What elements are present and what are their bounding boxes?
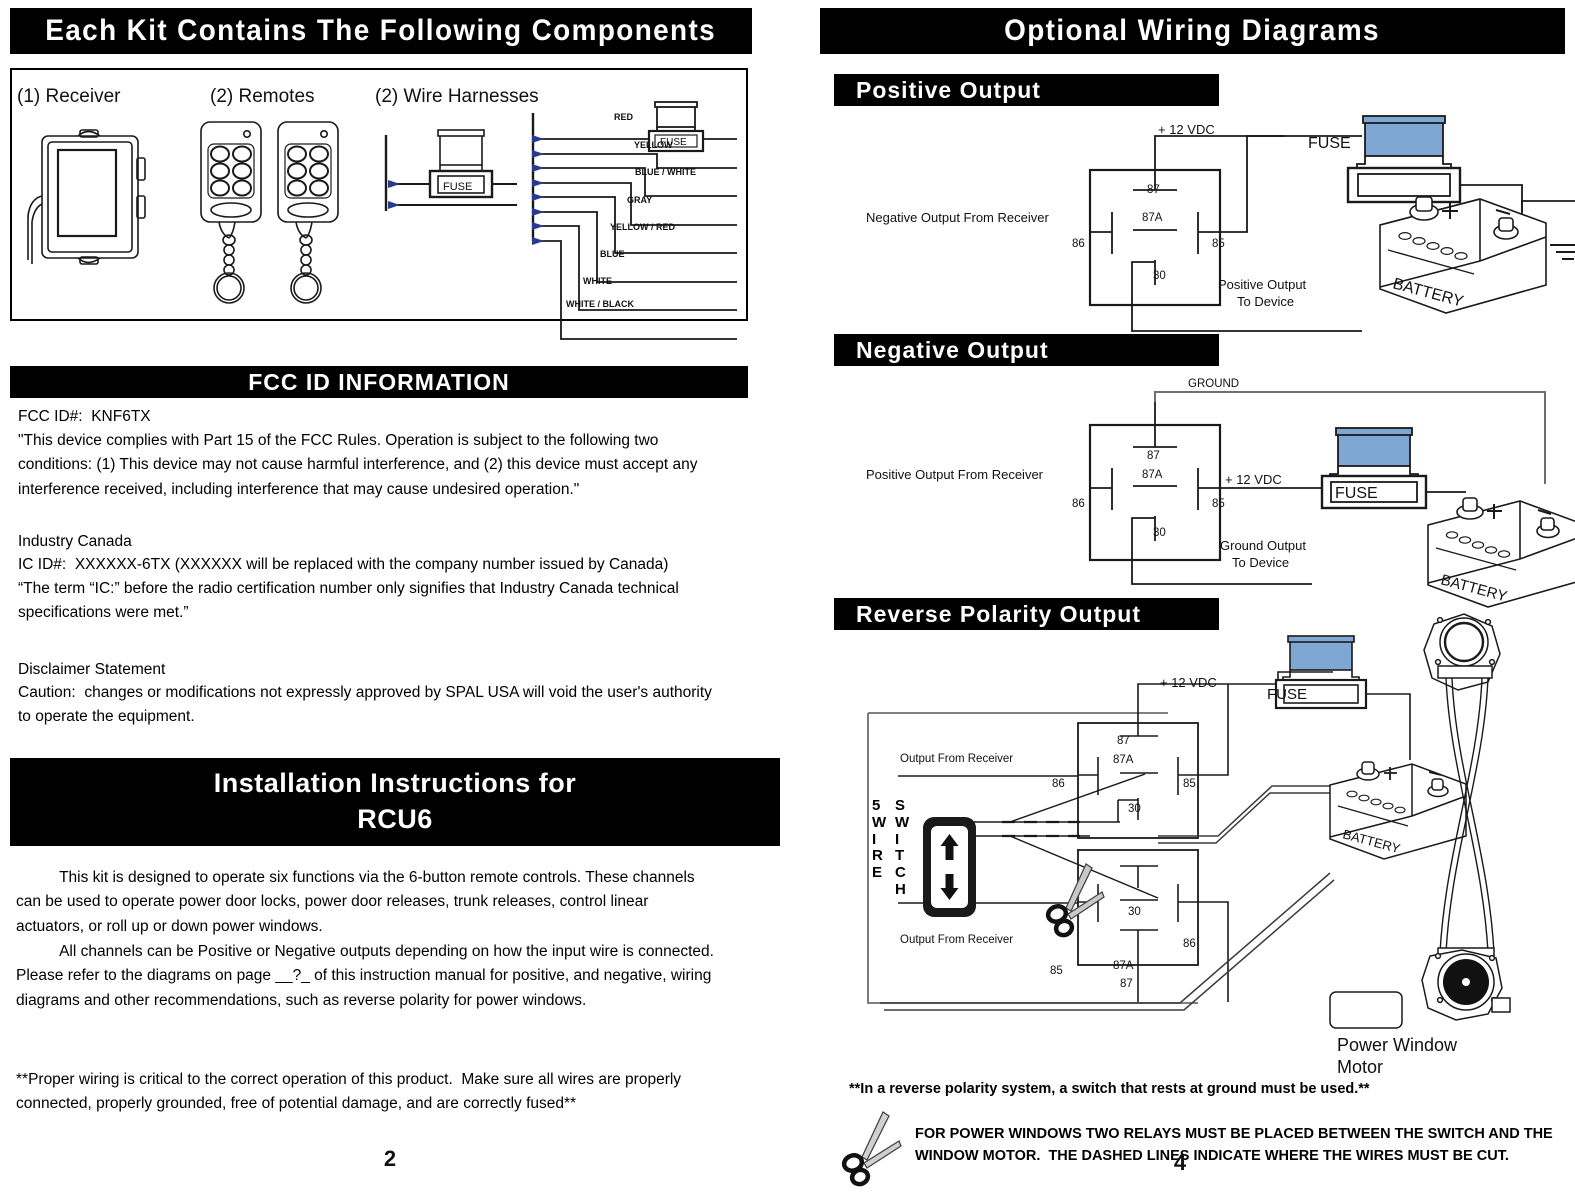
negative-ground-label: GROUND: [1188, 378, 1240, 390]
harness-label: (2) Wire Harnesses: [375, 86, 539, 107]
components-box: [10, 68, 748, 321]
right-page-number: 4: [1173, 1150, 1187, 1175]
install-para-2: All channels can be Positive or Negative…: [16, 943, 723, 1009]
reverse-top-terminal-30: 30: [1128, 803, 1141, 815]
harness-fuse-label-2: FUSE: [660, 137, 687, 148]
wire-label-gray: GRAY: [627, 195, 653, 205]
left-page-title-bar: Each Kit Contains The Following Componen…: [10, 8, 752, 54]
ic-id-line: IC ID#: XXXXXX-6TX (XXXXXX will be repla…: [18, 556, 669, 573]
install-para-3: **Proper wiring is critical to the corre…: [16, 1071, 686, 1113]
harness-fuse-label: FUSE: [443, 181, 472, 193]
positive-output-diagram: BATTERY: [1088, 115, 1575, 332]
negative-output-header-bar: Negative Output: [834, 334, 1219, 366]
motor-label-line2: Motor: [1337, 1057, 1384, 1077]
negative-terminal-87a: 87A: [1142, 469, 1163, 481]
wire-label-white: WHITE: [583, 276, 612, 286]
negative-output-label-2: To Device: [1232, 555, 1290, 570]
harness-multiwire-illustration: FUSE: [531, 101, 737, 340]
positive-output-label-2: To Device: [1237, 294, 1295, 309]
negative-output-diagram: BATTERY: [1088, 391, 1575, 608]
reverse-input-label-top: Output From Receiver: [900, 753, 1014, 765]
switch-arrows: [940, 834, 959, 900]
negative-voltage-label: + 12 VDC: [1225, 472, 1282, 487]
negative-input-label: Positive Output From Receiver: [866, 467, 1044, 482]
wire-label-blue-white: BLUE / WHITE: [635, 167, 696, 177]
reverse-top-terminal-86: 86: [1052, 778, 1065, 790]
reverse-bottom-terminal-85: 85: [1050, 965, 1063, 977]
motor-label-line1: Power Window: [1337, 1035, 1458, 1055]
positive-terminal-85: 85: [1212, 238, 1225, 250]
remote-illustration-1: [200, 121, 262, 304]
fcc-header-title: FCC ID INFORMATION: [248, 368, 510, 395]
right-page-title-bar: Optional Wiring Diagrams: [820, 8, 1565, 54]
right-page-title: Optional Wiring Diagrams: [1004, 14, 1381, 47]
reverse-polarity-diagram: BATTERY: [867, 613, 1511, 1029]
industry-canada-header: Industry Canada: [18, 533, 132, 550]
scissors-icon-diagram: [1045, 863, 1105, 938]
receiver-label: (1) Receiver: [17, 86, 121, 107]
reverse-bottom-terminal-87: 87: [1120, 978, 1133, 990]
reverse-input-label-bottom: Output From Receiver: [900, 934, 1014, 946]
fcc-compliance-text: "This device complies with Part 15 of th…: [18, 432, 702, 498]
receiver-illustration: [27, 129, 146, 265]
left-page-number: 2: [383, 1146, 397, 1171]
negative-terminal-87: 87: [1147, 450, 1160, 462]
reverse-top-terminal-87a: 87A: [1113, 754, 1134, 766]
negative-fuse-label: FUSE: [1335, 485, 1378, 502]
negative-output-title: Negative Output: [856, 336, 1049, 363]
reverse-polarity-header-bar: Reverse Polarity Output: [834, 598, 1219, 630]
positive-terminal-87: 87: [1147, 184, 1160, 196]
down-arrow-icon: [940, 874, 959, 900]
reverse-top-terminal-87: 87: [1117, 735, 1130, 747]
positive-output-label-1: Positive Output: [1218, 277, 1307, 292]
fcc-header-bar: FCC ID INFORMATION: [10, 366, 748, 398]
reverse-polarity-title: Reverse Polarity Output: [856, 600, 1142, 627]
positive-terminal-86: 86: [1072, 238, 1085, 250]
reverse-bottom-terminal-30: 30: [1128, 906, 1141, 918]
install-para-1: This kit is designed to operate six func…: [16, 869, 699, 935]
install-title-line2: RCU6: [357, 804, 433, 834]
positive-terminal-87a: 87A: [1142, 212, 1163, 224]
reverse-top-terminal-85: 85: [1183, 778, 1196, 790]
positive-input-label: Negative Output From Receiver: [866, 210, 1049, 225]
scissors-icon-note: [841, 1111, 902, 1187]
wire-label-yellow-red: YELLOW / RED: [610, 222, 675, 232]
negative-output-label-1: Ground Output: [1220, 538, 1306, 553]
page-divider: [795, 0, 797, 1199]
wire-label-blue: BLUE: [600, 249, 625, 259]
left-page-title: Each Kit Contains The Following Componen…: [45, 14, 717, 47]
reverse-polarity-note: **In a reverse polarity system, a switch…: [849, 1081, 1370, 1097]
fcc-id-line: FCC ID#: KNF6TX: [18, 408, 151, 425]
remotes-label: (2) Remotes: [210, 86, 315, 107]
reverse-bottom-terminal-87a: 87A: [1113, 960, 1134, 972]
wire-label-yellow: YELLOW: [634, 140, 673, 150]
harness-single-illustration: FUSE: [384, 129, 517, 211]
install-header-bar: Installation Instructions for RCU6: [10, 758, 780, 846]
reverse-fuse-label: FUSE: [1267, 686, 1308, 703]
disclaimer-header: Disclaimer Statement: [18, 661, 166, 678]
negative-terminal-85: 85: [1212, 498, 1225, 510]
positive-voltage-label: + 12 VDC: [1158, 122, 1215, 137]
negative-terminal-30: 30: [1153, 527, 1166, 539]
install-title-line1: Installation Instructions for: [213, 768, 577, 799]
positive-fuse-label: FUSE: [1308, 135, 1351, 152]
disclaimer-body: Caution: changes or modifications not ex…: [18, 684, 717, 726]
up-arrow-icon: [940, 834, 959, 860]
reverse-bottom-terminal-86: 86: [1183, 938, 1196, 950]
scissors-note: FOR POWER WINDOWS TWO RELAYS MUST BE PLA…: [915, 1126, 1557, 1164]
ic-term-text: “The term “IC:” before the radio certifi…: [18, 580, 684, 622]
switch-letters-column-1: 5 W I R E: [872, 797, 887, 882]
reverse-voltage-label: + 12 VDC: [1160, 675, 1217, 690]
positive-output-title: Positive Output: [856, 76, 1041, 103]
positive-terminal-30: 30: [1153, 270, 1166, 282]
negative-terminal-86: 86: [1072, 498, 1085, 510]
wire-label-white-black: WHITE / BLACK: [566, 299, 634, 309]
switch-letters-column-2: S W I T C H: [895, 797, 910, 898]
wire-label-red: RED: [614, 112, 634, 122]
remote-illustration-2: [277, 121, 339, 304]
positive-output-header-bar: Positive Output: [834, 74, 1219, 106]
